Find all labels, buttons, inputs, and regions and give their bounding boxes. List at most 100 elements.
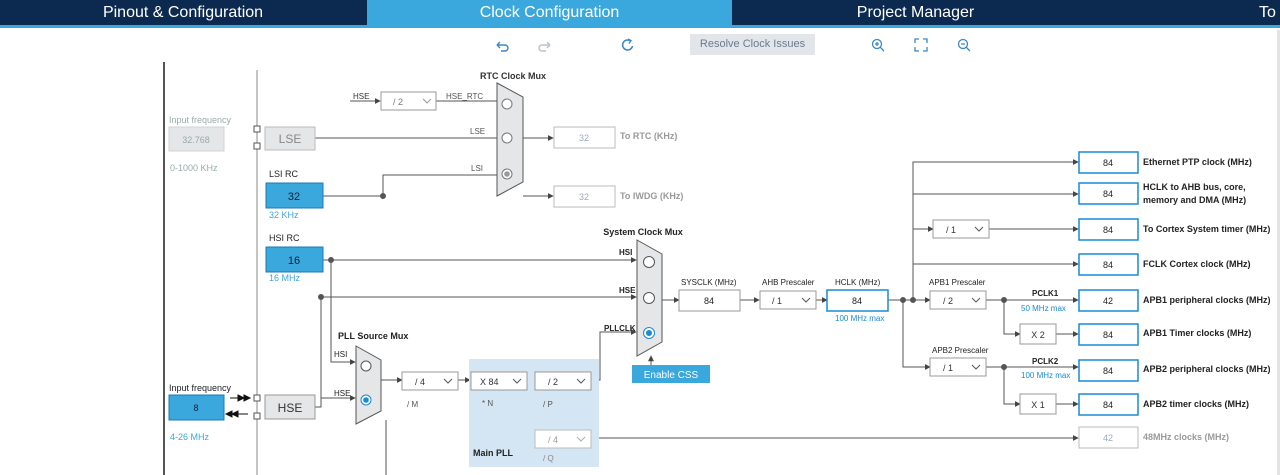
chevron-down-icon [801,297,811,303]
tab-tools[interactable]: To [1099,0,1280,25]
reset-button[interactable] [619,36,637,54]
pll-hsi-label: HSI [334,350,347,359]
output-apb1-timer: 84 APB1 Timer clocks (MHz) [1078,323,1251,346]
output-apb2-peripheral-field[interactable] [1078,359,1139,382]
rtc-lsi-label: LSI [471,164,483,173]
rtc-hse-divider-select[interactable] [380,91,437,111]
tab-bar: Pinout & Configuration Clock Configurati… [0,0,1280,27]
output-ethernet-ptp: 84 Ethernet PTP clock (MHz) [1078,151,1252,174]
tab-clock-configuration[interactable]: Clock Configuration [367,0,732,25]
pll-p-divider-select[interactable] [534,371,592,391]
output-hclk-ahb: 84 HCLK to AHB bus, core, memory and DMA… [1078,182,1246,205]
rtc-mux-lse-radio[interactable] [501,132,513,144]
output-48mhz: 42 48MHz clocks (MHz) [1078,426,1229,449]
pclk2-max-label: 100 MHz max [1021,371,1070,380]
apb1-prescaler-value: / 2 [943,296,953,306]
zoom-in-button[interactable] [869,36,887,54]
zoom-out-icon [957,38,971,52]
output-apb1-peripheral-field[interactable] [1078,289,1139,312]
rtc-clock-mux-title: RTC Clock Mux [480,71,546,81]
output-hclk-ahb-field[interactable] [1078,182,1139,205]
lse-input-frequency-field[interactable] [168,126,225,152]
apb2-prescaler-label: APB2 Prescaler [932,346,989,355]
output-48mhz-field[interactable] [1078,426,1139,449]
hclk-field[interactable] [826,289,889,312]
output-apb2-timer-field[interactable] [1078,393,1139,416]
enable-css-button[interactable] [632,365,710,383]
pll-m-label: / M [407,400,418,409]
sysmux-hse-radio[interactable] [643,292,655,304]
hclk-value: 84 [852,296,862,306]
hse-range-label: 4-26 MHz [170,432,210,442]
tab-tools-label: To [1259,4,1276,21]
undo-button[interactable] [493,36,511,54]
ahb-prescaler-select[interactable] [759,290,817,310]
hse-input-frequency-label: Input frequency [169,383,232,393]
sysclk-field[interactable] [678,289,741,312]
sysmux-hsi-label: HSI [619,248,632,257]
rtc-output-value: 32 [579,133,589,143]
pll-mux-hsi-radio[interactable] [360,360,372,372]
enable-css-label: Enable CSS [644,370,699,381]
pll-m-divider-select[interactable] [401,371,459,391]
apb2-prescaler-value: / 1 [943,363,953,373]
pll-q-divider-value: / 4 [548,435,558,445]
output-cortex-system-timer-label: To Cortex System timer (MHz) [1143,224,1270,234]
pll-q-divider-select[interactable] [534,429,592,449]
iwdg-output-field[interactable] [553,185,616,208]
rtc-output-field[interactable] [553,126,616,149]
lsi-rc-value: 32 [288,191,300,203]
output-apb2-peripheral-value: 84 [1103,366,1113,376]
resolve-clock-issues-button[interactable]: Resolve Clock Issues [690,34,815,55]
tab-pinout-configuration[interactable]: Pinout & Configuration [0,0,366,25]
hsi-rc-block[interactable] [265,246,324,273]
sysmux-pllclk-label: PLLCLK [604,324,636,333]
output-fclk-cortex-field[interactable] [1078,253,1139,276]
redo-button[interactable] [536,36,554,54]
zoom-in-icon [871,38,885,52]
lse-block[interactable] [264,126,316,151]
chevron-down-icon [576,436,586,442]
rtc-hse-divider-value: / 2 [393,97,403,107]
hsi-rc-unit: 16 MHz [269,273,301,283]
rtc-mux-hse-radio[interactable] [501,98,513,110]
output-cortex-system-timer-field[interactable] [1078,218,1139,241]
pll-n-multiplier-select[interactable] [470,371,528,391]
hsi-rc-title: HSI RC [269,233,300,243]
sysmux-pllclk-radio-dot [646,330,652,336]
output-apb1-timer-field[interactable] [1078,323,1139,346]
hclk-label: HCLK (MHz) [835,278,881,287]
sysmux-hsi-radio[interactable] [643,256,655,268]
output-apb1-peripheral: 42 APB1 peripheral clocks (MHz) [1078,289,1271,312]
pclk1-label: PCLK1 [1032,289,1059,298]
pll-p-label: / P [543,400,553,409]
apb1-prescaler-select[interactable] [929,290,987,310]
fit-screen-button[interactable] [912,36,930,54]
tab-project-manager[interactable]: Project Manager [733,0,1098,25]
vertical-scrollbar[interactable] [1277,30,1280,475]
output-48mhz-value: 42 [1103,433,1113,443]
sysclk-value: 84 [704,296,714,306]
hse-input-frequency-field[interactable] [168,394,225,421]
tab-underline [0,25,1280,28]
pll-p-divider-value: / 2 [548,377,558,387]
output-apb2-timer-value: 84 [1103,400,1113,410]
cortex-timer-divider-select[interactable] [932,219,990,239]
pll-m-divider-value: / 4 [415,377,425,387]
lse-input-frequency-value: 32.768 [182,135,210,145]
hse-block[interactable] [264,394,316,420]
hclk-max-label: 100 MHz max [835,314,884,323]
main-pll-label: Main PLL [473,448,514,458]
pll-source-mux-title: PLL Source Mux [338,331,408,341]
output-ethernet-ptp-field[interactable] [1078,151,1139,174]
chevron-down-icon [971,297,981,303]
rtc-lse-label: LSE [470,127,485,136]
lsi-rc-block[interactable] [265,182,324,209]
apb2-prescaler-select[interactable] [929,357,987,377]
refresh-icon [621,38,634,51]
output-ethernet-ptp-label: Ethernet PTP clock (MHz) [1143,157,1252,167]
fit-screen-icon [914,38,928,52]
zoom-out-button[interactable] [955,36,973,54]
pll-source-mux[interactable] [355,345,382,425]
